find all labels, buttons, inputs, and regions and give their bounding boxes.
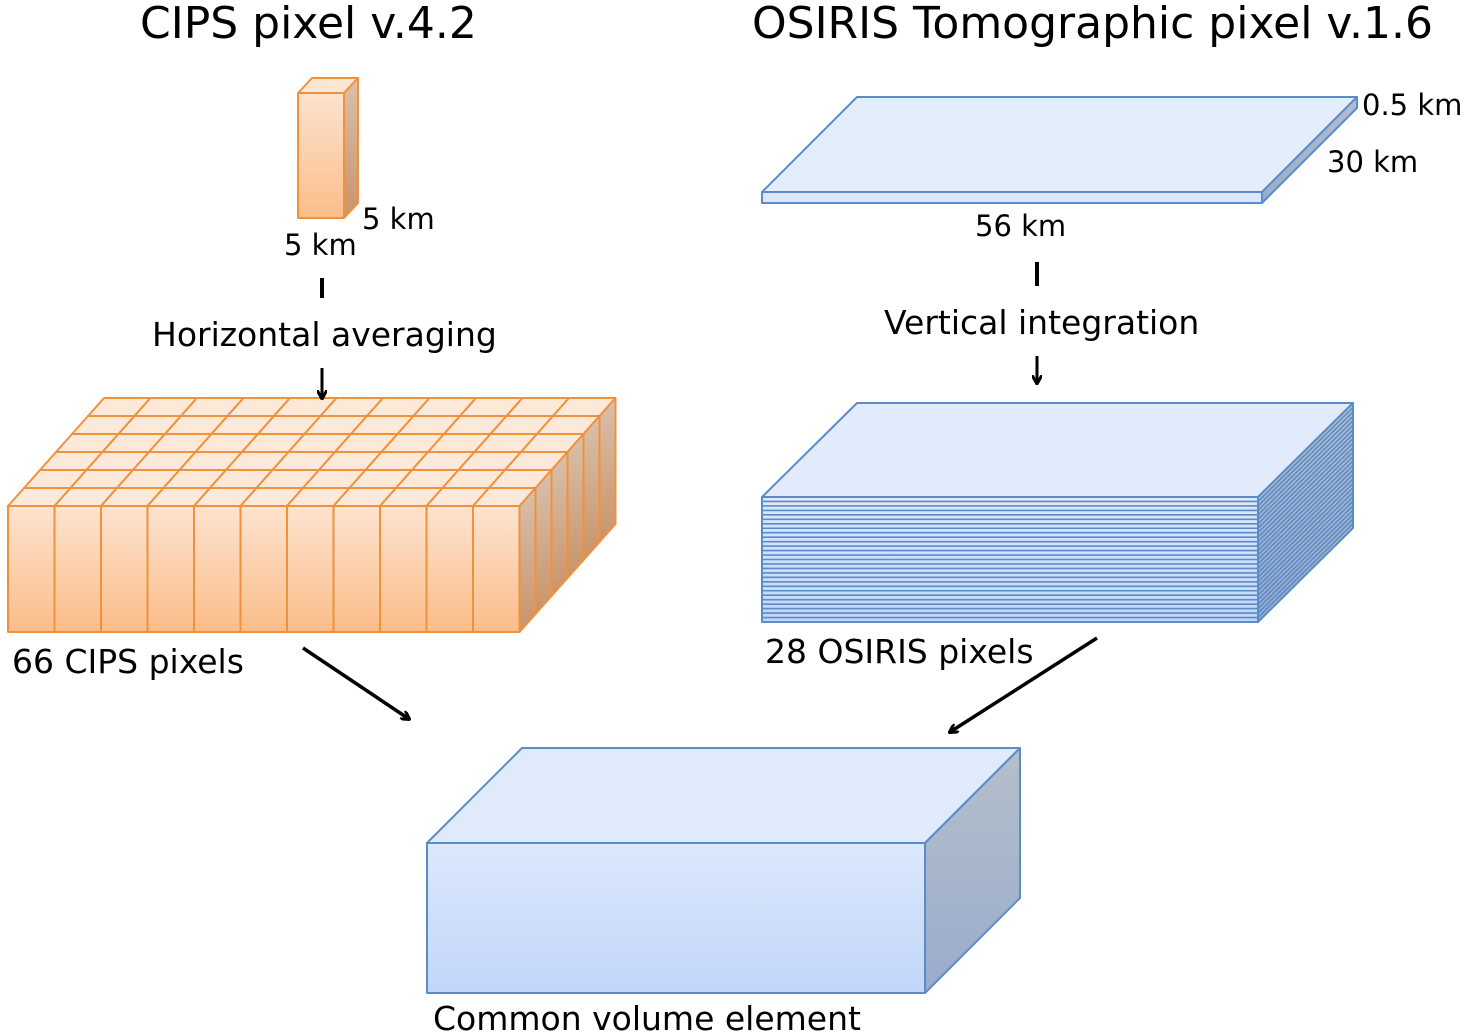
osiris-layer-line xyxy=(762,442,1354,538)
cips-pixel-cell-side xyxy=(550,451,569,597)
osiris-layer-line xyxy=(762,415,1354,512)
osiris-layer-line xyxy=(762,473,1354,570)
osiris-height-label: 0.5 km xyxy=(1362,88,1463,122)
osiris-pixel-stack xyxy=(761,402,1354,623)
osiris-layer-line xyxy=(762,482,1354,579)
osiris-layer-line xyxy=(762,456,1354,552)
common-volume-label: Common volume element xyxy=(433,999,861,1034)
cips-pixel-cell-front xyxy=(193,505,242,633)
cips-pixel-cell-side xyxy=(582,415,601,561)
osiris-layer-line xyxy=(762,518,1354,614)
cips-width-label: 5 km xyxy=(284,228,357,262)
cips-pixel-cell-front xyxy=(472,505,521,633)
cips-pixel-cell-front xyxy=(286,505,335,633)
cips-pixel-grid xyxy=(7,397,617,633)
osiris-single-pixel xyxy=(761,96,1358,204)
common-volume-element xyxy=(426,747,1021,994)
cips-pixel-front xyxy=(297,92,345,219)
cips-title: CIPS pixel v.4.2 xyxy=(140,0,477,49)
cips-pixel-cell-front xyxy=(379,505,428,633)
cips-depth-label: 5 km xyxy=(362,202,435,236)
osiris-result-label: 28 OSIRIS pixels xyxy=(765,632,1034,671)
osiris-layer-line xyxy=(762,429,1354,525)
common-volume-front xyxy=(426,842,926,994)
osiris-layer-line xyxy=(762,447,1354,543)
osiris-width-label: 56 km xyxy=(975,209,1067,243)
osiris-layer-line xyxy=(762,509,1354,605)
osiris-layer-line xyxy=(762,464,1354,561)
cips-pixel-cell-side xyxy=(598,397,617,543)
cips-process-label: Horizontal averaging xyxy=(152,315,497,354)
osiris-layer-line xyxy=(762,505,1354,601)
osiris-depth-label: 30 km xyxy=(1327,145,1419,179)
osiris-stack-box-top xyxy=(761,402,1354,498)
osiris-layer-line xyxy=(762,500,1354,597)
cips-pixel-cell-front xyxy=(239,505,288,633)
osiris-to-common-arrow xyxy=(950,636,1098,732)
arrows xyxy=(302,262,1098,732)
cips-pixel-cell-front xyxy=(425,505,474,633)
cips-pixel-cell-front xyxy=(100,505,149,633)
cips-to-common-arrow xyxy=(302,646,409,719)
osiris-title: OSIRIS Tomographic pixel v.1.6 xyxy=(752,0,1434,49)
osiris-layer-line xyxy=(762,522,1354,619)
cips-pixel-cell-front xyxy=(53,505,102,633)
cips-result-label: 66 CIPS pixels xyxy=(12,642,244,681)
osiris-layer-line xyxy=(762,420,1354,516)
osiris-layer-line xyxy=(762,487,1354,583)
osiris-layer-line xyxy=(762,514,1354,610)
cips-single-pixel xyxy=(297,77,359,219)
common-volume-top xyxy=(426,747,1021,844)
cips-pixel-cell-front xyxy=(332,505,381,633)
osiris-process-label: Vertical integration xyxy=(884,303,1200,342)
osiris-layer-line xyxy=(762,451,1354,547)
osiris-pixel-front xyxy=(761,191,1263,204)
osiris-layer-line xyxy=(762,496,1354,592)
cips-pixel-cell-front xyxy=(146,505,195,633)
cips-pixel-cell-side xyxy=(566,433,585,579)
cips-pixel-cell-side xyxy=(518,487,537,633)
osiris-layer-line xyxy=(762,478,1354,574)
osiris-pixel-top xyxy=(761,96,1358,193)
osiris-layer-line xyxy=(762,469,1354,565)
osiris-layer-line xyxy=(762,406,1354,503)
osiris-layer-line xyxy=(762,433,1354,530)
osiris-layer-line xyxy=(762,424,1354,521)
cips-pixel-cell-side xyxy=(534,469,553,615)
osiris-layer-line xyxy=(762,460,1354,556)
cips-pixel-side xyxy=(343,77,359,219)
osiris-layer-line xyxy=(762,411,1354,507)
osiris-layer-line xyxy=(762,438,1354,534)
cips-pixel-cell-front xyxy=(7,505,56,633)
osiris-layer-line xyxy=(762,491,1354,588)
